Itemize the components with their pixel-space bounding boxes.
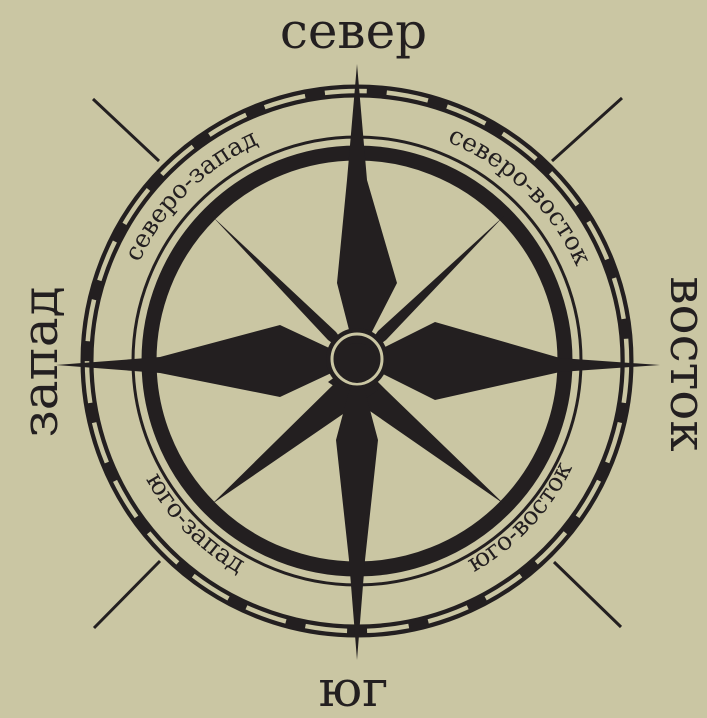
label-north: север	[0, 6, 707, 56]
diagonal-line-sw	[94, 561, 160, 628]
center-hub-core	[337, 343, 377, 383]
point-west	[56, 325, 357, 397]
diagonal-line-se	[554, 562, 621, 627]
label-west: запад	[15, 286, 65, 437]
label-south: юг	[0, 664, 707, 714]
diagonal-line-ne	[552, 98, 622, 161]
point-east	[357, 322, 660, 400]
diagonal-line-nw	[93, 99, 159, 161]
label-east: восток	[663, 276, 707, 451]
point-north	[337, 64, 397, 361]
label-southeast: юго-восток	[462, 456, 578, 577]
